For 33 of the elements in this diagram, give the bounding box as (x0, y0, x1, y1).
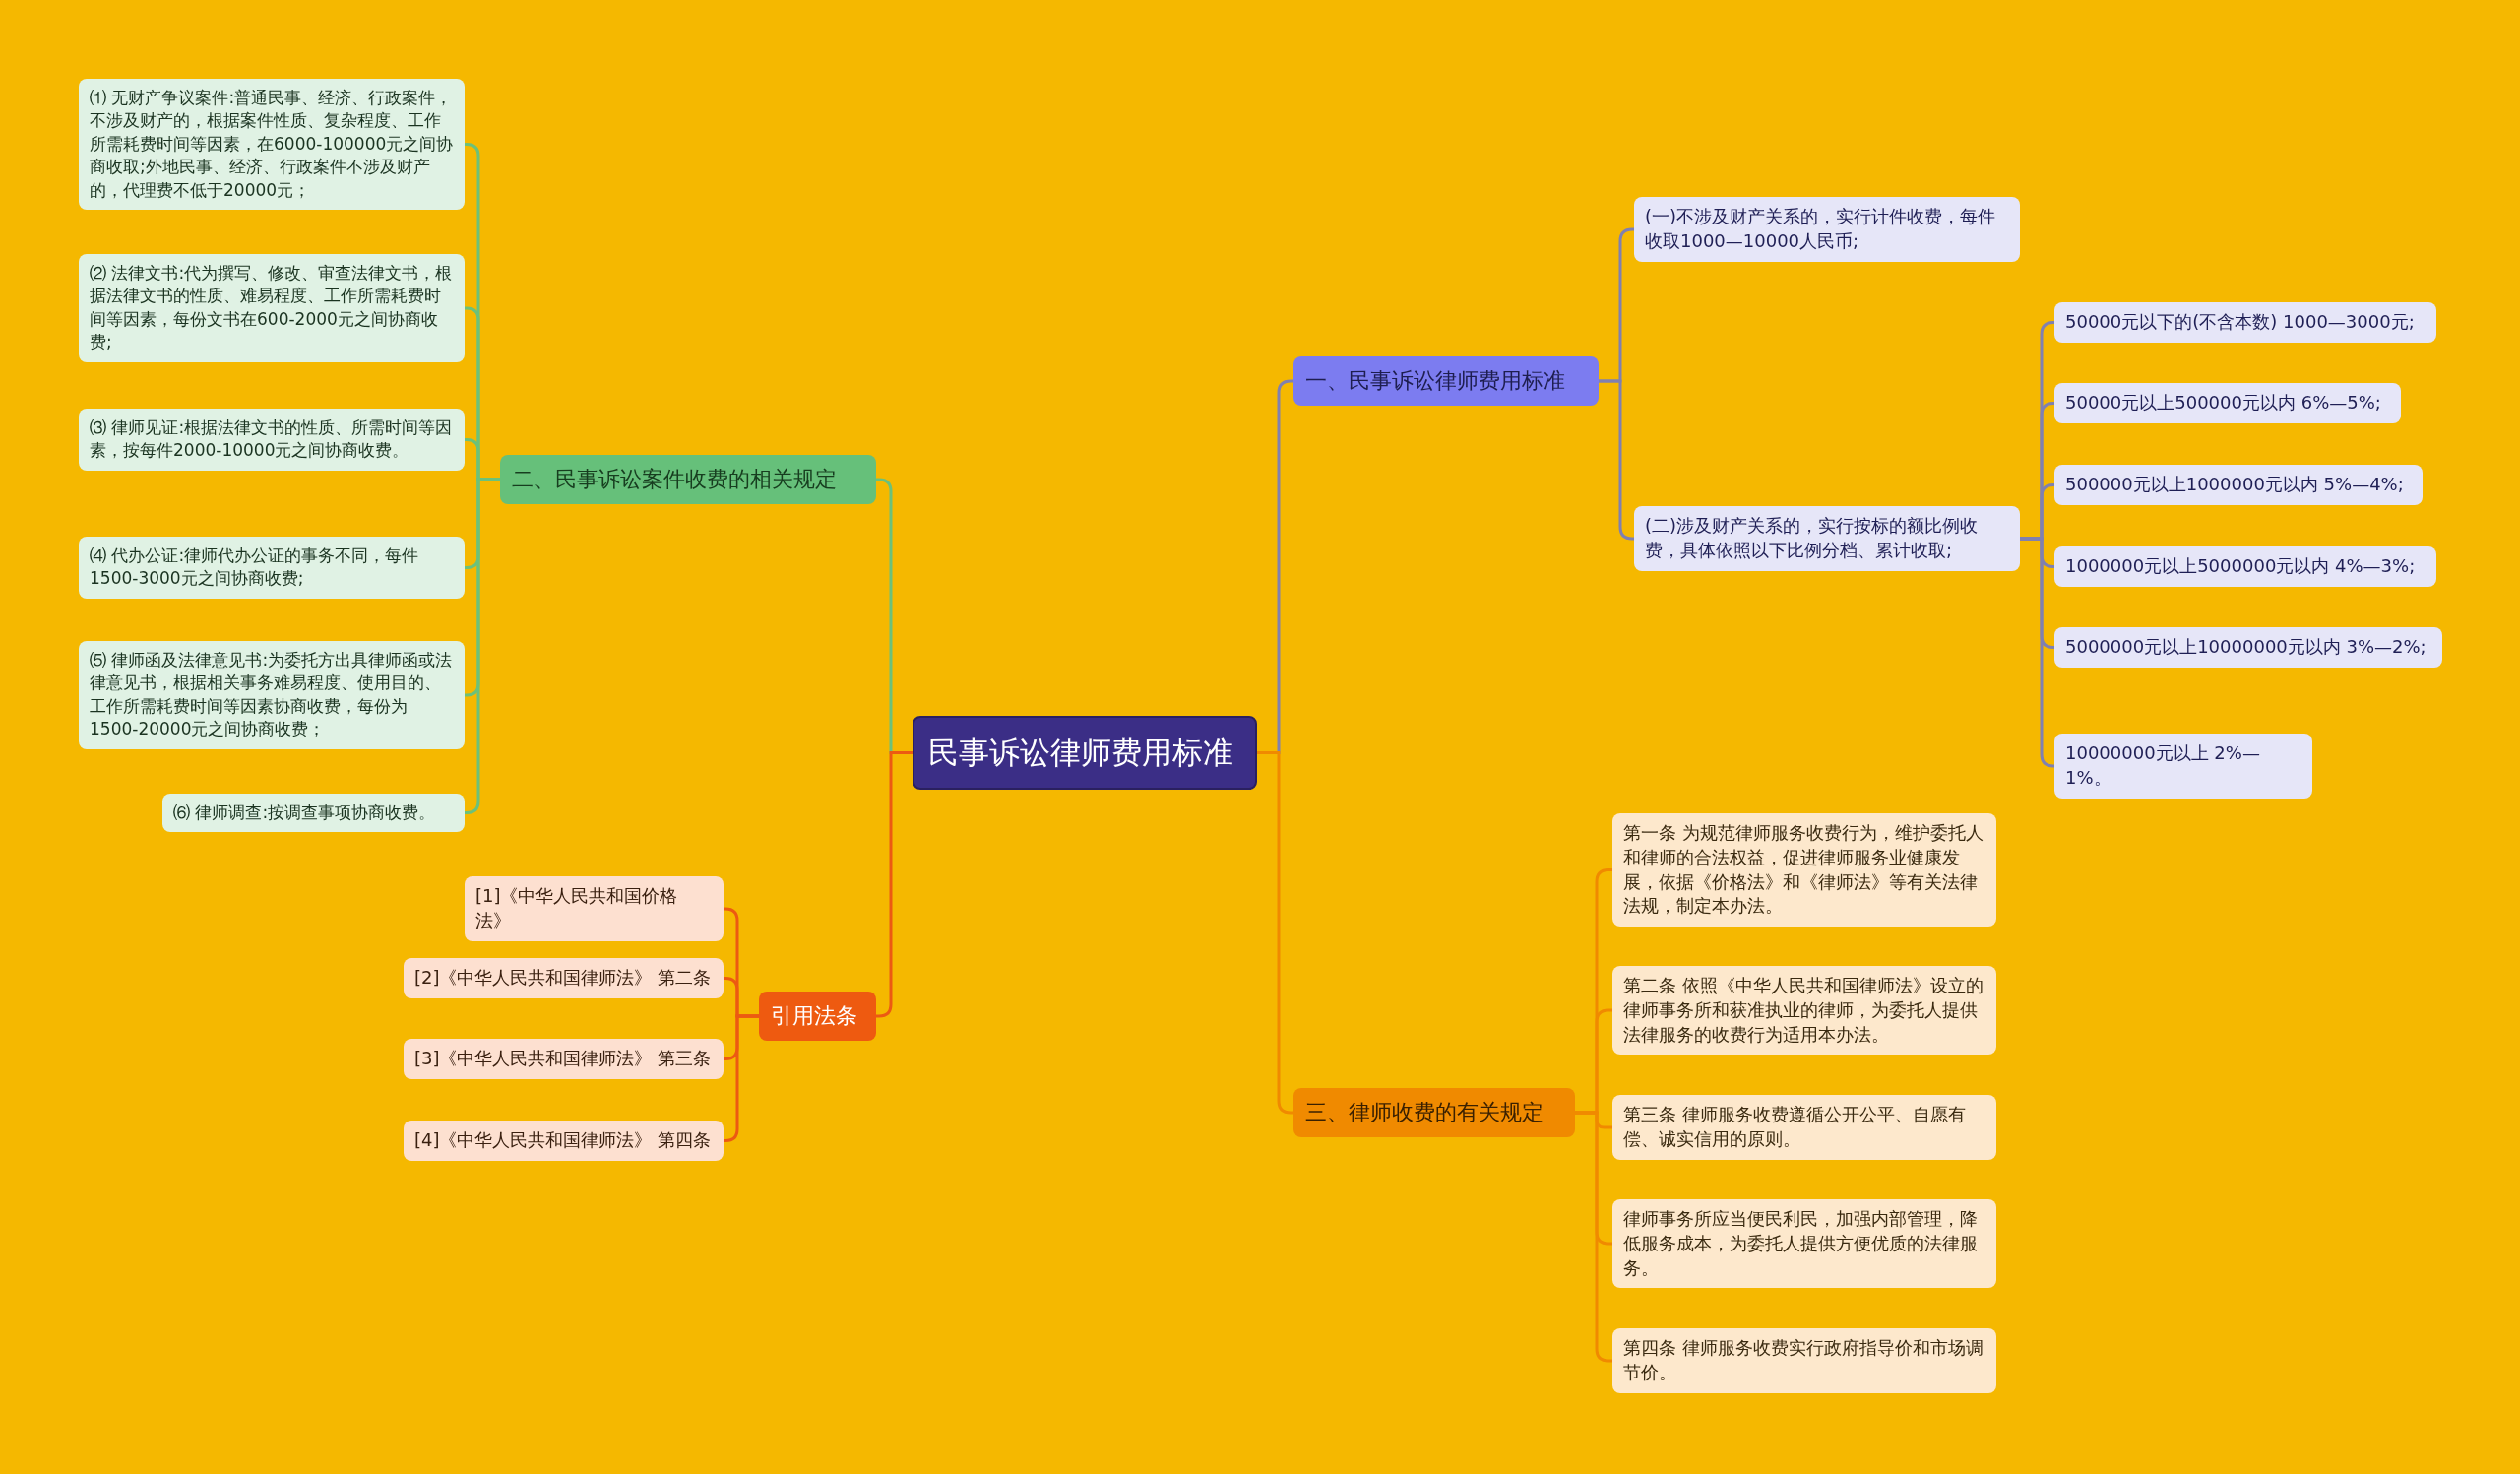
subtopic-box: 10000000元以上 2%—1%。 (2054, 734, 2312, 799)
subtopic-box: 第一条 为规范律师服务收费行为，维护委托人和律师的合法权益，促进律师服务业健康发展，依据《价格法》和《律师法》等有关法律法规，制定本办法。 (1612, 813, 1996, 928)
subtopic-box: 第二条 依照《中华人民共和国律师法》设立的律师事务所和获准执业的律师，为委托人提供法律服务的收费行为适用本办法。 (1612, 966, 1996, 1056)
subtopic-box: 5000000元以上10000000元以内 3%—2%; (2054, 627, 2442, 668)
subtopic-box: 1000000元以上5000000元以内 4%—3%; (2054, 546, 2436, 587)
connector-line (1257, 751, 1293, 1115)
subtopic-box: ⑵ 法律文书:代为撰写、修改、审查法律文书，根据法律文书的性质、难易程度、工作所需耗费时间等因素，每份文书在600-2000元之间协商收费; (79, 254, 465, 362)
subtopic-box: [4]《中华人民共和国律师法》 第四条 (404, 1121, 724, 1161)
branch-topic-box: 一、民事诉讼律师费用标准 (1293, 356, 1599, 407)
central-topic-box: 民事诉讼律师费用标准 (913, 716, 1257, 790)
subtopic-box: [3]《中华人民共和国律师法》 第三条 (404, 1039, 724, 1079)
subtopic-box: (二)涉及财产关系的，实行按标的额比例收费，具体依照以下比例分档、累计收取; (1634, 506, 2020, 571)
connector-line (2020, 537, 2055, 768)
branch-topic-box: 二、民事诉讼案件收费的相关规定 (500, 455, 876, 505)
subtopic-box: 500000元以上1000000元以内 5%—4%; (2054, 465, 2423, 505)
connector-line (876, 751, 913, 1018)
subtopic-box: ⑶ 律师见证:根据法律文书的性质、所需时间等因素，按每件2000-10000元之间协商收费。 (79, 409, 465, 471)
subtopic-box: 律师事务所应当便民利民，加强内部管理，降低服务成本，为委托人提供方便优质的法律服务。 (1612, 1199, 1996, 1289)
subtopic-box: [1]《中华人民共和国价格法》 (465, 876, 724, 941)
subtopic-box: [2]《中华人民共和国律师法》 第二条 (404, 958, 724, 998)
branch-topic-box: 三、律师收费的有关规定 (1293, 1088, 1575, 1138)
subtopic-box: ⑹ 律师调查:按调查事项协商收费。 (162, 794, 465, 833)
subtopic-box: 第三条 律师服务收费遵循公开公平、自愿有偿、诚实信用的原则。 (1612, 1095, 1996, 1160)
subtopic-box: ⑸ 律师函及法律意见书:为委托方出具律师函或法律意见书，根据相关事务难易程度、使用目的、工作所需耗费时间等因素协商收费，每份为1500-20000元之间协商收费； (79, 641, 465, 749)
subtopic-box: ⑴ 无财产争议案件:普通民事、经济、行政案件，不涉及财产的，根据案件性质、复杂程度、工作所需耗费时间等因素，在6000-100000元之间协商收取;外地民事、经济、行政案件不涉及财产的，代理费不低于20000元； (79, 79, 465, 211)
subtopic-box: (一)不涉及财产关系的，实行计件收费，每件收取1000—10000人民币; (1634, 197, 2020, 262)
subtopic-box: ⑷ 代办公证:律师代办公证的事务不同，每件1500-3000元之间协商收费; (79, 537, 465, 599)
branch-topic-box: 引用法条 (759, 992, 876, 1042)
subtopic-box: 50000元以上500000元以内 6%—5%; (2054, 383, 2401, 423)
connector-line (1575, 1111, 1612, 1363)
connector-line (723, 1014, 759, 1142)
subtopic-box: 第四条 律师服务收费实行政府指导价和市场调节价。 (1612, 1328, 1996, 1393)
subtopic-box: 50000元以下的(不含本数) 1000—3000元; (2054, 302, 2436, 343)
